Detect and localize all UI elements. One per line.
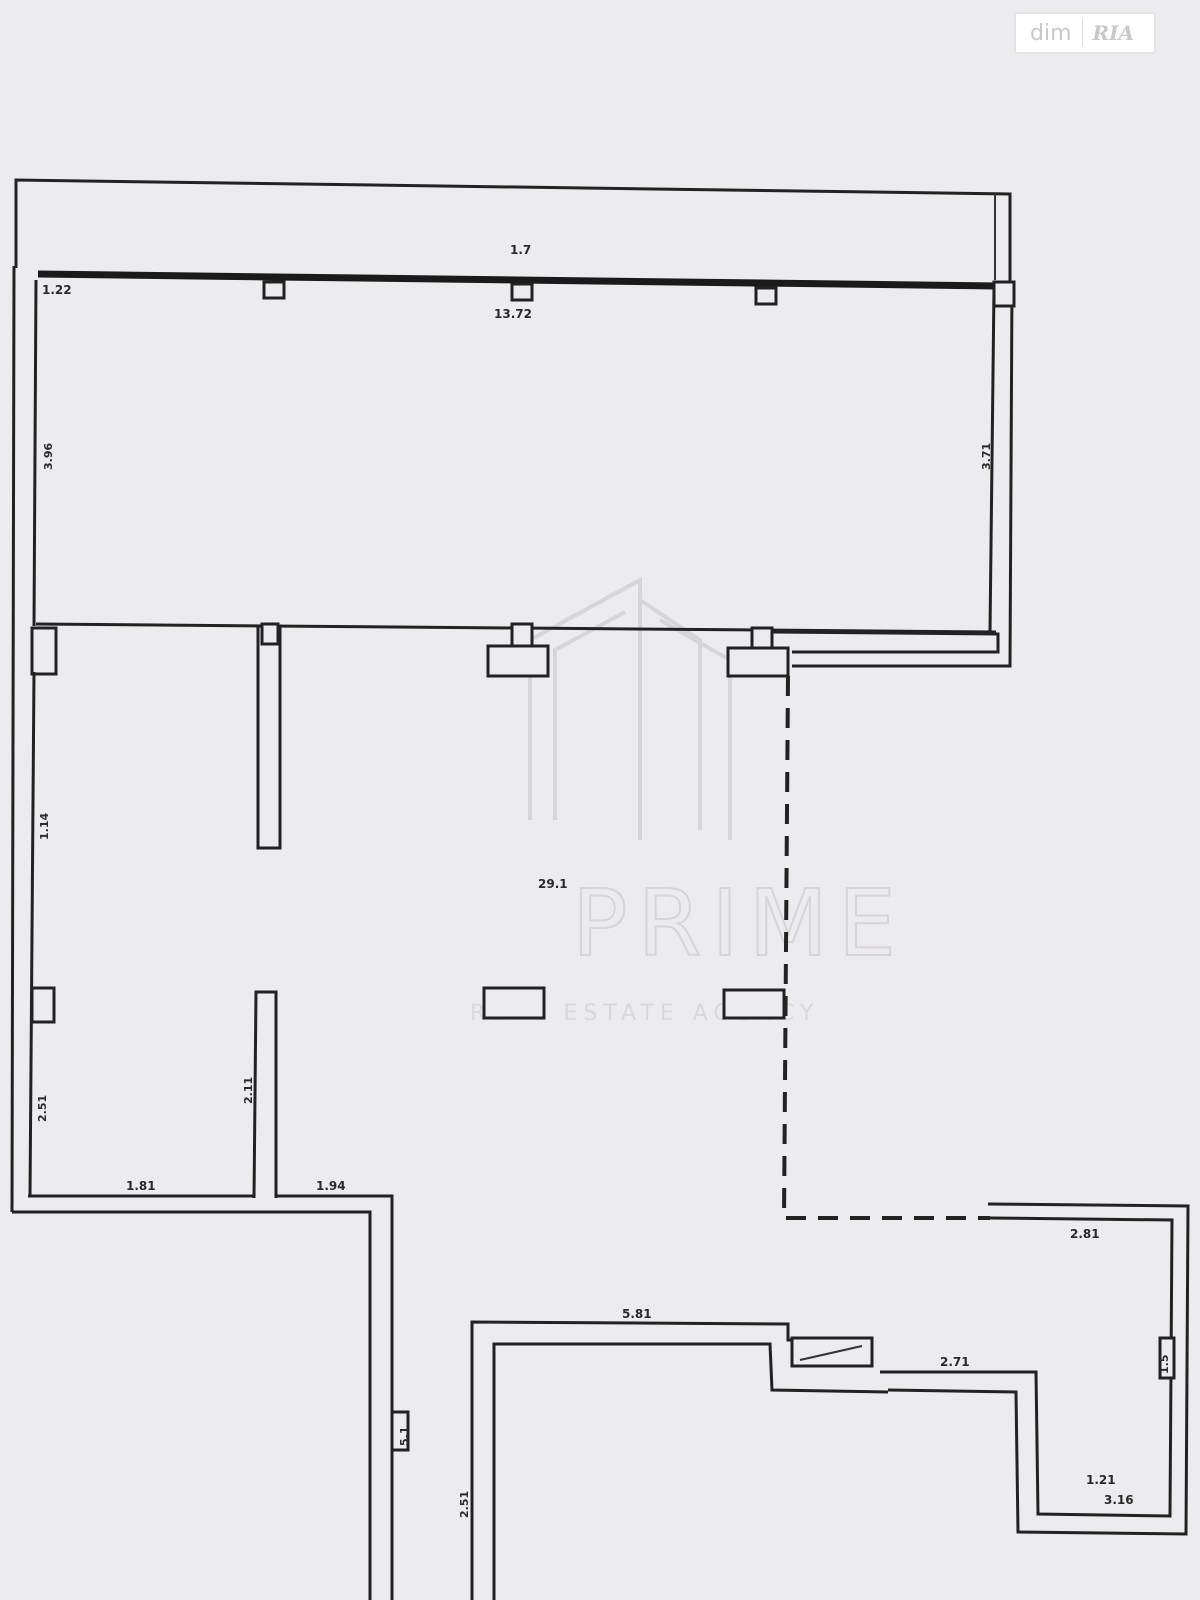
label-lower-block-left: 2.51	[458, 1491, 471, 1518]
label-right-block-top: 2.81	[1070, 1227, 1100, 1241]
right-block-inner-wall	[880, 1216, 1174, 1518]
dimria-logo: dim RIA	[1014, 12, 1156, 54]
hall-fixture-left	[482, 986, 546, 1020]
label-right-block-bottom: 1.21	[1086, 1473, 1116, 1487]
partition-upper	[256, 624, 282, 850]
column-mid-1-base	[486, 644, 550, 678]
column-top-3	[754, 286, 778, 306]
partition-lower	[252, 990, 278, 1199]
label-small-room-left: 2.51	[36, 1095, 49, 1122]
lower-block-vent-mark	[799, 1345, 863, 1361]
label-hall-center: 29.1	[538, 877, 568, 891]
main-room-left-wall	[32, 279, 38, 627]
label-small-room-right: 2.11	[242, 1077, 255, 1104]
hall-bottom-left-wall-inner	[276, 1194, 394, 1600]
logo-dim-text: dim	[1030, 20, 1072, 46]
hall-fixture-right	[722, 988, 786, 1020]
corner-column-top-right	[992, 280, 1016, 308]
hall-bottom-left-wall-outer	[12, 1210, 372, 1600]
lower-block-inner-wall	[492, 1342, 889, 1600]
column-mid-1	[510, 622, 534, 650]
main-room-top-wall	[37, 270, 999, 290]
lower-block-outer-wall	[470, 1320, 794, 1600]
main-room-right-wall-outer	[792, 282, 1014, 668]
column-top-2	[510, 282, 534, 302]
label-right-block-right: 1.5	[1158, 1355, 1171, 1375]
logo-ria-text: RIA	[1092, 21, 1135, 45]
label-lower-block-top: 5.81	[622, 1307, 652, 1321]
label-left-room-left: 1.14	[38, 813, 51, 840]
left-room-inner-wall	[28, 671, 36, 1197]
main-room-bottom-right-ledge	[771, 630, 1000, 654]
label-hall-bottom-left: 1.94	[316, 1179, 346, 1193]
column-left-upper	[30, 626, 58, 676]
outer-left-wall	[10, 265, 16, 1213]
label-main-room-right: 3.71	[980, 443, 993, 470]
label-main-room-top-left: 1.22	[42, 283, 72, 297]
label-corridor-right: 5.1	[398, 1427, 411, 1447]
label-right-block-bottom2: 3.16	[1104, 1493, 1134, 1507]
label-top-strip: 1.7	[510, 243, 531, 257]
label-main-room-top: 13.72	[494, 307, 532, 321]
label-lower-block-mid: 2.71	[940, 1355, 970, 1369]
column-mid-2-base	[726, 646, 790, 678]
watermark-building-icon	[528, 576, 732, 840]
label-main-room-left: 3.96	[42, 443, 55, 470]
label-small-room-bottom: 1.81	[126, 1179, 156, 1193]
logo-separator	[1081, 19, 1083, 47]
top-strip-outline	[14, 178, 1012, 282]
watermark-brand: PRIME	[572, 870, 906, 977]
column-corridor	[390, 1410, 410, 1452]
column-right-block	[1158, 1336, 1176, 1380]
partition-upper-cap	[260, 622, 280, 646]
column-left-lower	[30, 986, 56, 1024]
main-room-right-wall-inner	[988, 287, 996, 633]
column-top-1	[262, 280, 286, 300]
right-block-outer-wall	[887, 1202, 1190, 1536]
dashed-boundary	[781, 675, 990, 1220]
